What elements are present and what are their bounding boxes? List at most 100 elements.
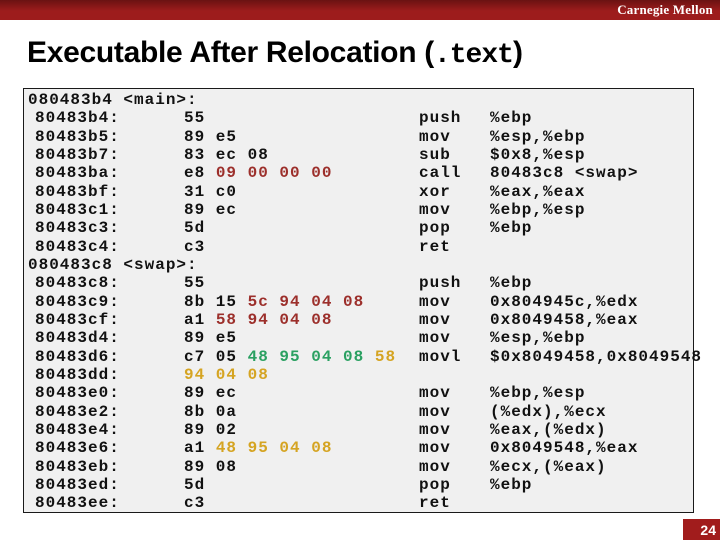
machine-bytes: 55 <box>184 274 205 292</box>
machine-bytes: 89 08 <box>184 458 237 476</box>
instruction-address: 80483e0: <box>35 384 120 403</box>
page-number: 24 <box>700 521 716 538</box>
operands: %eax,%eax <box>490 182 586 201</box>
machine-bytes: 89 e5 <box>184 329 237 347</box>
header-bar: Carnegie Mellon <box>0 0 720 20</box>
operands: %eax,(%edx) <box>490 420 607 439</box>
mnemonic: ret <box>419 237 451 256</box>
machine-bytes: 55 <box>184 109 205 127</box>
operands: $0x8049458,0x8049548 <box>490 347 703 366</box>
operands: %ecx,(%eax) <box>490 457 607 476</box>
mnemonic: pop <box>419 475 451 494</box>
byte-group: c7 05 <box>184 347 238 366</box>
byte-group: 48 95 04 08 <box>215 439 333 458</box>
mnemonic: mov <box>419 420 451 439</box>
byte-group: 89 02 <box>184 420 238 439</box>
machine-bytes: 5d <box>184 219 205 237</box>
byte-group: 8b 15 <box>184 292 238 311</box>
instruction-address: 80483c8: <box>35 274 120 293</box>
byte-group: e8 <box>184 164 206 183</box>
byte-group: 09 00 00 00 <box>215 164 333 183</box>
instruction-address: 80483c4: <box>35 237 120 256</box>
operands: $0x8,%esp <box>490 145 586 164</box>
byte-group: 83 ec 08 <box>184 145 269 164</box>
operands: %ebp <box>490 219 533 238</box>
machine-bytes: 8b 15 5c 94 04 08 <box>184 293 364 311</box>
mnemonic: movl <box>419 347 462 366</box>
machine-bytes: c3 <box>184 494 205 512</box>
instruction-address: 80483c9: <box>35 292 120 311</box>
mnemonic: mov <box>419 329 451 348</box>
operands: 80483c8 <swap> <box>490 164 639 183</box>
operands: %ebp <box>490 475 533 494</box>
byte-group: 55 <box>184 274 206 293</box>
byte-group: 94 04 08 <box>184 365 269 384</box>
instruction-address: 80483bf: <box>35 182 120 201</box>
mnemonic: pop <box>419 219 451 238</box>
operands: %ebp <box>490 274 533 293</box>
machine-bytes: 89 ec <box>184 384 237 402</box>
machine-bytes: 94 04 08 <box>184 366 269 384</box>
instruction-address: 80483b7: <box>35 145 120 164</box>
asm-line: 80483ba: e8 09 00 00 00 call 80483c8 <swap> <box>24 164 693 182</box>
instruction-address: 80483b4: <box>35 109 120 128</box>
byte-group: 58 94 04 08 <box>215 310 333 329</box>
machine-bytes: c7 05 48 95 04 08 58 <box>184 348 396 366</box>
byte-group: c3 <box>184 494 206 513</box>
mnemonic: mov <box>419 292 451 311</box>
asm-line: 80483e4: 89 02 mov %eax,(%edx) <box>24 421 693 439</box>
mnemonic: mov <box>419 310 451 329</box>
instruction-address: 80483eb: <box>35 457 120 476</box>
asm-line: 80483c8: 55 push %ebp <box>24 274 693 292</box>
machine-bytes: 31 c0 <box>184 183 237 201</box>
instruction-address: 80483e4: <box>35 420 120 439</box>
byte-group: 58 <box>374 347 397 366</box>
instruction-address: 80483c1: <box>35 200 120 219</box>
asm-line: 80483dd:94 04 08 <box>24 366 693 384</box>
asm-line: 80483c3: 5d pop %ebp <box>24 219 693 237</box>
slide-title: Executable After Relocation (.text) <box>27 36 523 71</box>
operands: 0x804945c,%edx <box>490 292 639 311</box>
symbol-label-line: 080483b4 <main>: <box>24 91 693 109</box>
machine-bytes: c3 <box>184 238 205 256</box>
byte-group: 89 ec <box>184 384 238 403</box>
byte-group: 5d <box>184 475 206 494</box>
byte-group: 5d <box>184 219 206 238</box>
machine-bytes: 8b 0a <box>184 403 237 421</box>
instruction-address: 80483d4: <box>35 329 120 348</box>
slide-title-suffix: ) <box>512 36 523 69</box>
asm-line: 80483c4: c3 ret <box>24 238 693 256</box>
symbol-label: 080483c8 <swap>: <box>28 255 198 274</box>
operands: (%edx),%ecx <box>490 402 607 421</box>
operands: %esp,%ebp <box>490 127 586 146</box>
instruction-address: 80483ba: <box>35 164 120 183</box>
machine-bytes: 89 ec <box>184 201 237 219</box>
mnemonic: call <box>419 164 462 183</box>
machine-bytes: 83 ec 08 <box>184 146 269 164</box>
instruction-address: 80483e6: <box>35 439 120 458</box>
page-number-badge: 24 <box>683 519 720 540</box>
mnemonic: push <box>419 274 462 293</box>
slide-title-prefix: Executable After Relocation ( <box>27 36 434 69</box>
byte-group: 31 c0 <box>184 182 238 201</box>
operands: %ebp,%esp <box>490 200 586 219</box>
operands: 0x8049458,%eax <box>490 310 639 329</box>
byte-group: 89 ec <box>184 200 238 219</box>
instruction-address: 80483c3: <box>35 219 120 238</box>
asm-line: 80483c9: 8b 15 5c 94 04 08 mov 0x804945c,%e… <box>24 293 693 311</box>
byte-group: 5c 94 04 08 <box>247 292 365 311</box>
mnemonic: mov <box>419 384 451 403</box>
machine-bytes: 89 e5 <box>184 128 237 146</box>
instruction-address: 80483b5: <box>35 127 120 146</box>
code-box: 080483b4 <main>:80483b4: 55 push %ebp 80483b… <box>23 88 701 513</box>
byte-group: a1 <box>184 310 206 329</box>
